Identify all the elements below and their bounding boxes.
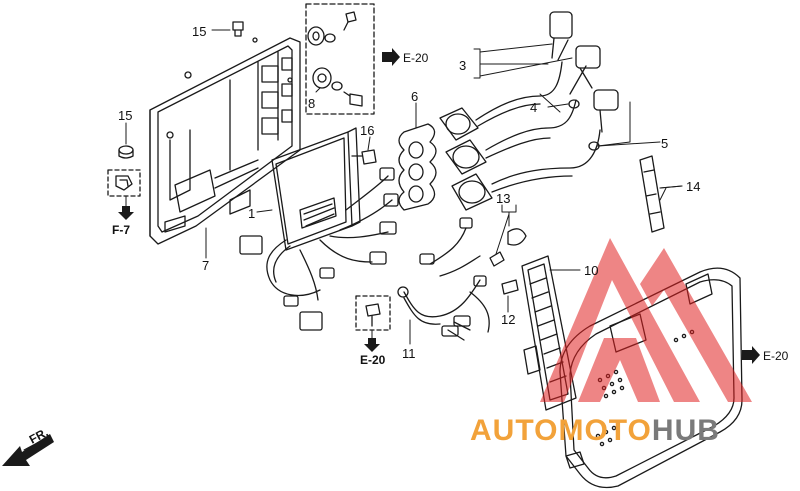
spark-plug-cap-seal-4 [568,99,580,109]
ref-label-e20-bottom: E-20 [360,353,386,367]
bolt-16 [351,149,377,165]
bolt-15-left [118,145,134,159]
part-label-10: 10 [584,263,598,278]
part-label-3: 3 [459,58,466,73]
ignition-control-module [271,127,361,251]
part-label-4: 4 [530,100,537,115]
part-label-11: 11 [402,346,416,361]
module-wire-harness [239,167,399,331]
part-label-7: 7 [202,258,209,273]
ref-label-e20-top: E-20 [403,51,429,65]
part-label-13: 13 [496,191,510,206]
arrow-e20-top [382,48,400,66]
arrow-f7 [118,206,134,220]
reference-labels: E-20 E-20 E-20 F-7 FR. [27,51,789,447]
part-label-8: 8 [308,96,315,111]
ref-label-f7: F-7 [112,223,130,237]
watermark-logo [540,238,752,402]
clip-f7-box [107,169,141,197]
sub-wire-harness [397,217,490,341]
arrow-e20-bottom [364,338,380,352]
ignition-coil-3 [451,89,619,211]
part-label-1: 1 [248,206,255,221]
arrow-front [2,434,54,466]
part-label-5: 5 [661,136,668,151]
bolt-box-e20 [355,295,391,331]
part-label-14: 14 [686,179,700,194]
connector-13 [489,228,527,267]
part-label-15-top: 15 [192,24,206,39]
clip-12 [501,279,519,295]
ref-label-e20-right: E-20 [763,349,789,363]
leader-lines [23,29,683,451]
bolt-15-top [232,21,244,37]
part-label-15-left: 15 [118,108,132,123]
part-label-12: 12 [501,312,515,327]
part-label-6: 6 [411,89,418,104]
retaining-strap [639,155,665,233]
ignition-coil-1 [439,11,573,141]
arrow-e20-right [742,346,760,364]
electrical-bracket [149,37,301,245]
terminal-block [521,255,577,411]
part-label-16: 16 [360,123,374,138]
watermark-text: AUTOMOTOHUB [470,414,720,447]
part-labels: 15 15 8 1 7 16 6 3 4 5 14 13 10 12 11 [118,24,700,361]
ignition-coil-2 [445,45,601,175]
grommet-box [305,3,375,115]
triple-grommet [398,123,437,211]
